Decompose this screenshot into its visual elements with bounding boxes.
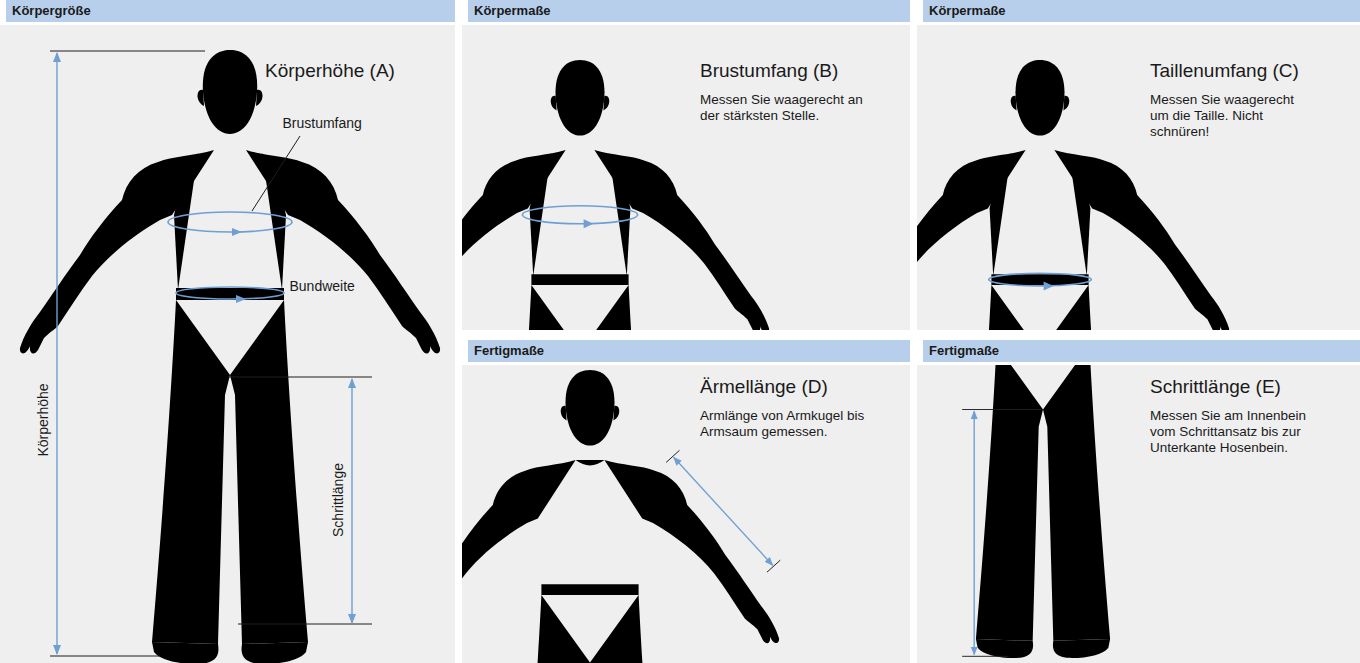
measure-panel: KörpermaßeTaillenumfang (C) Messen Sie wa… xyxy=(917,0,1360,330)
measure-note: Messen Sie waagerecht um die Taille. Nic… xyxy=(1150,92,1310,140)
panel-header: Fertigmaße xyxy=(468,340,910,362)
panel-header: Körpermaße xyxy=(468,0,910,22)
figure-group xyxy=(962,365,1110,658)
measure-title: Ärmellänge (D) xyxy=(700,376,828,398)
panel-header: Fertigmaße xyxy=(923,340,1360,362)
chest-loop xyxy=(522,206,637,224)
height-arrow xyxy=(56,53,57,654)
measure-note: Messen Sie am Innenbein vom Schrittansat… xyxy=(1150,408,1332,456)
measure-title: Brustumfang (B) xyxy=(700,60,838,82)
dimension-tick xyxy=(50,51,372,656)
measure-label: Bundweite xyxy=(288,278,357,294)
inseam-arrow xyxy=(351,379,352,623)
leader-line xyxy=(252,136,300,211)
loop-arrow xyxy=(232,228,242,236)
legs-figure xyxy=(976,365,1110,658)
measure-label: Schrittlänge xyxy=(330,461,346,539)
figure-group xyxy=(20,50,440,663)
measure-note: Messen Sie waagerecht an der stärksten S… xyxy=(700,92,872,124)
waist-loop xyxy=(176,287,284,299)
measure-label: Brustumfang xyxy=(281,115,364,131)
panel-ground xyxy=(0,25,455,663)
measure-label: Körperhöhe xyxy=(34,381,50,458)
panel-header: Körpermaße xyxy=(923,0,1360,22)
waist-loop xyxy=(989,273,1092,286)
measure-panel: KörpermaßeBrustumfang (B) Messen Sie waag… xyxy=(462,0,910,330)
panel-header: Körpergröße xyxy=(6,0,455,22)
measure-panel: FertigmaßeÄrmellänge (D) Armlänge von Arm… xyxy=(462,340,910,663)
loop-arrow xyxy=(1044,281,1054,290)
dimension-tick xyxy=(962,410,1041,657)
loop-arrow xyxy=(584,219,594,228)
inseam-arrow xyxy=(974,411,975,654)
chest-loop xyxy=(168,212,292,232)
sleeve-arrow xyxy=(674,457,773,565)
dimension-tick xyxy=(666,450,780,572)
measure-panel: KörpergrößeKörperhöhe (A) xyxy=(0,0,455,663)
measure-title: Schrittlänge (E) xyxy=(1150,376,1281,398)
measure-title: Körperhöhe (A) xyxy=(265,60,395,82)
loop-arrow xyxy=(236,295,246,303)
measure-title: Taillenumfang (C) xyxy=(1150,60,1299,82)
measure-note: Armlänge von Armkugel bis Armsaum gemess… xyxy=(700,408,872,440)
human-figure xyxy=(20,50,440,663)
measure-panel: FertigmaßeSchrittlänge (E) Messen Sie am … xyxy=(917,340,1360,663)
